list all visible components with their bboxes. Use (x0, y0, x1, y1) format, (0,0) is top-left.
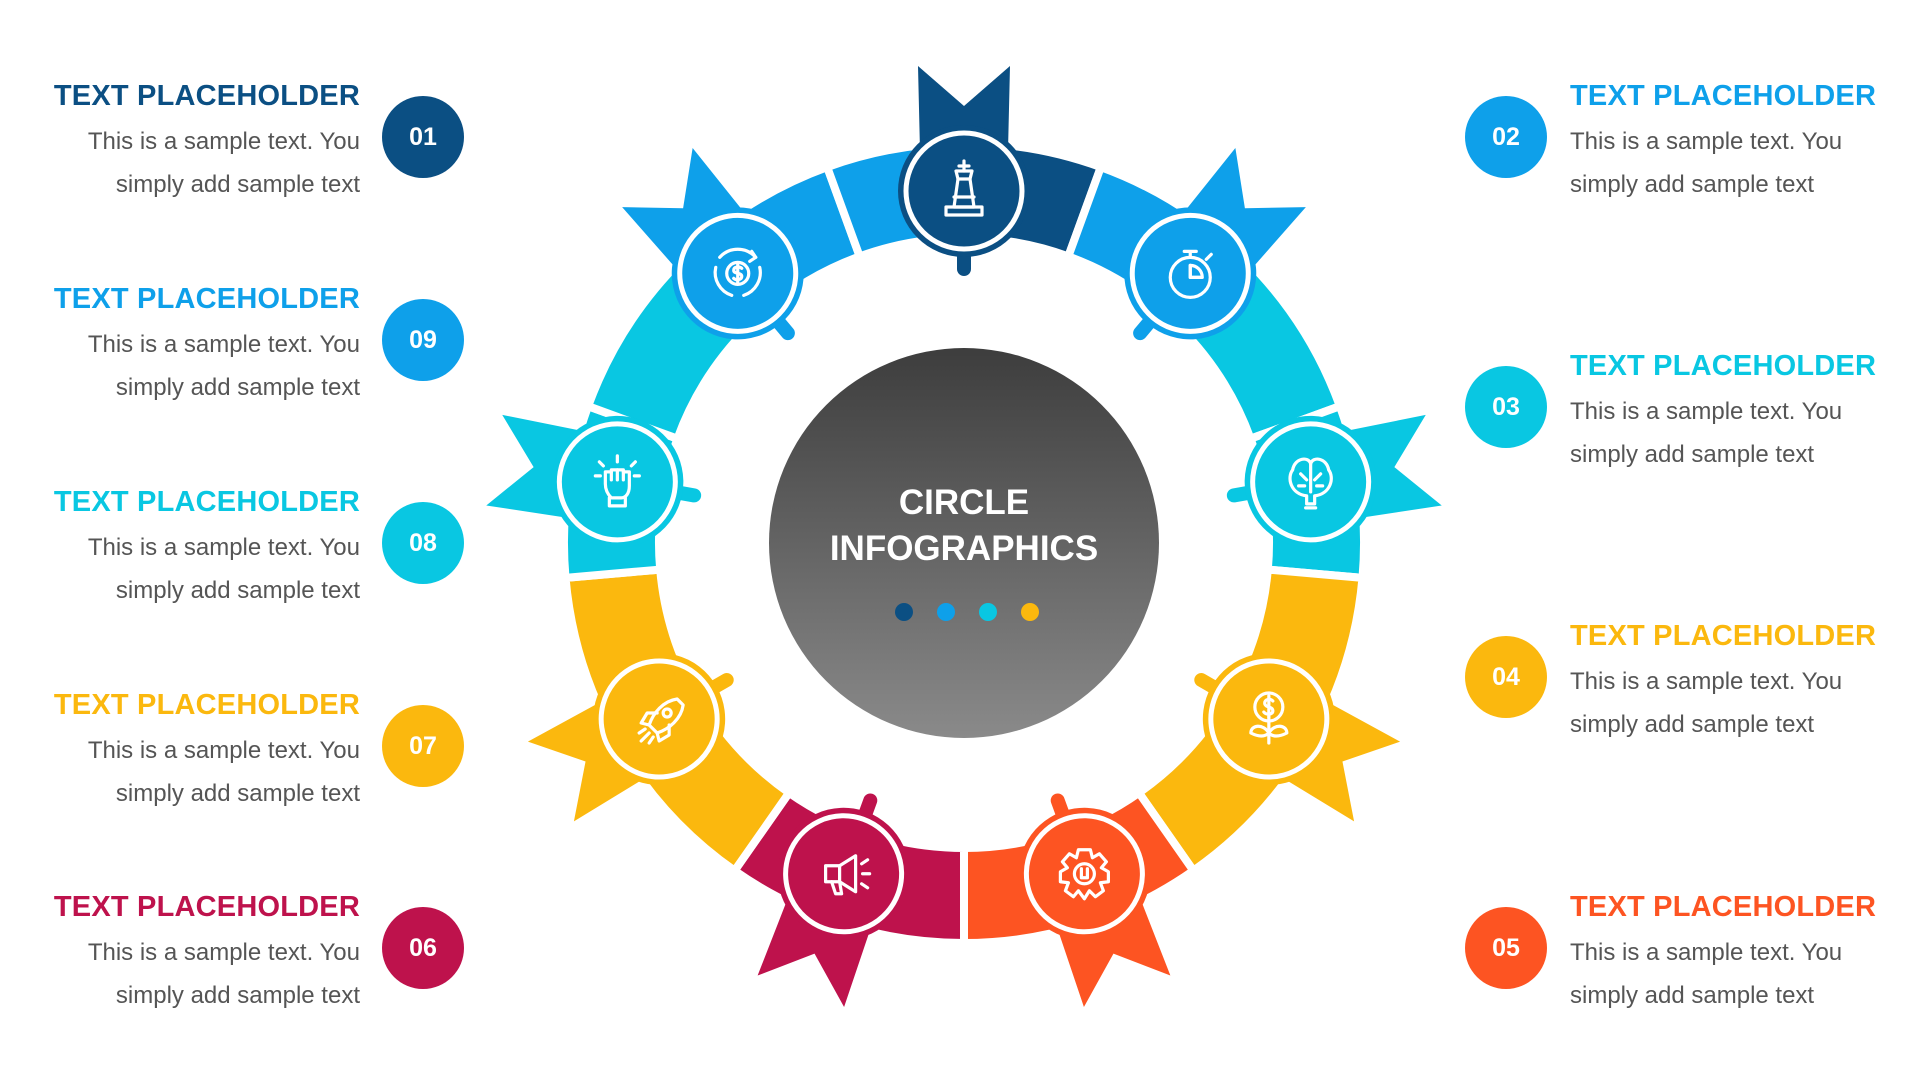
item-03: TEXT PLACEHOLDER This is a sample text. … (1570, 348, 1920, 476)
dollar-cycle-icon (713, 247, 762, 297)
badge-07: 07 (382, 705, 464, 787)
badge-05: 05 (1465, 907, 1547, 989)
stopwatch-icon (1168, 249, 1213, 299)
item-09-line2: simply add sample text (115, 374, 360, 401)
item-04-title: TEXT PLACEHOLDER (1570, 620, 1877, 652)
item-01: TEXT PLACEHOLDER This is a sample text. … (0, 78, 360, 206)
gear-wrench-icon (1058, 848, 1110, 901)
item-02-desc: This is a sample text. You simply add sam… (1570, 120, 1920, 206)
item-03-desc: This is a sample text. You simply add sam… (1570, 390, 1920, 476)
item-01-desc: This is a sample text. You simply add sam… (0, 120, 360, 206)
center-dot (937, 603, 955, 621)
pin-04 (1202, 653, 1401, 822)
item-08-line1: This is a sample text. You (87, 534, 360, 561)
megaphone-icon (824, 854, 872, 896)
badge-06: 06 (382, 907, 464, 989)
item-04-line1: This is a sample text. You (1570, 668, 1843, 695)
item-08: TEXT PLACEHOLDER This is a sample text. … (0, 484, 360, 612)
item-08-title: TEXT PLACEHOLDER (53, 486, 360, 518)
center-dot (1021, 603, 1039, 621)
pin-outline (1129, 212, 1251, 334)
item-07-title: TEXT PLACEHOLDER (53, 689, 360, 721)
item-03-line1: This is a sample text. You (1570, 398, 1843, 425)
item-07-line1: This is a sample text. You (87, 737, 360, 764)
item-05-line2: simply add sample text (1570, 982, 1815, 1009)
item-06-title: TEXT PLACEHOLDER (53, 891, 360, 923)
item-09: TEXT PLACEHOLDER This is a sample text. … (0, 281, 360, 409)
center-title-line2: INFOGRAPHICS (830, 529, 1098, 568)
item-07-desc: This is a sample text. You simply add sam… (0, 729, 360, 815)
item-09-desc: This is a sample text. You simply add sam… (0, 323, 360, 409)
item-07-line2: simply add sample text (115, 780, 360, 807)
item-09-line1: This is a sample text. You (87, 331, 360, 358)
pin-03 (1244, 414, 1442, 548)
center-dot (979, 603, 997, 621)
center-hub: CIRCLE INFOGRAPHICS (769, 348, 1159, 738)
item-02-line2: simply add sample text (1570, 171, 1815, 198)
pin-08 (486, 414, 684, 548)
item-05-line1: This is a sample text. You (1570, 939, 1843, 966)
item-03-title: TEXT PLACEHOLDER (1570, 350, 1877, 382)
item-06: TEXT PLACEHOLDER This is a sample text. … (0, 889, 360, 1017)
item-02-line1: This is a sample text. You (1570, 128, 1843, 155)
center-dot (895, 603, 913, 621)
badge-04: 04 (1465, 636, 1547, 718)
pin-disk (777, 807, 910, 940)
pin-02 (1124, 148, 1306, 340)
pin-disk (898, 125, 1030, 257)
item-04: TEXT PLACEHOLDER This is a sample text. … (1570, 618, 1920, 746)
item-08-desc: This is a sample text. You simply add sam… (0, 526, 360, 612)
badge-09: 09 (382, 299, 464, 381)
center-dots (895, 603, 1039, 621)
center-title-line1: CIRCLE (899, 483, 1029, 522)
pin-05 (1018, 807, 1171, 1007)
pin-outline (783, 813, 905, 935)
pin-outline (556, 421, 678, 543)
item-06-line2: simply add sample text (115, 982, 360, 1009)
pin-01 (898, 66, 1030, 257)
pin-outline (903, 130, 1025, 252)
item-09-title: TEXT PLACEHOLDER (53, 283, 360, 315)
pin-disk (1018, 807, 1151, 940)
item-01-title: TEXT PLACEHOLDER (53, 80, 360, 112)
brain-bulb-icon (1288, 457, 1333, 510)
badge-02: 02 (1465, 96, 1547, 178)
item-06-line1: This is a sample text. You (87, 939, 360, 966)
chess-king-icon (944, 159, 984, 217)
pin-disk (593, 653, 726, 785)
pin-disk (551, 415, 684, 548)
item-04-line2: simply add sample text (1570, 711, 1815, 738)
item-03-line2: simply add sample text (1570, 441, 1815, 468)
pin-07 (527, 653, 726, 822)
raised-fist-icon (593, 454, 641, 508)
badge-01: 01 (382, 96, 464, 178)
badge-08: 08 (382, 502, 464, 584)
badge-03: 03 (1465, 366, 1547, 448)
pin-09 (622, 148, 804, 340)
item-06-desc: This is a sample text. You simply add sam… (0, 931, 360, 1017)
item-04-desc: This is a sample text. You simply add sam… (1570, 660, 1920, 746)
item-05-title: TEXT PLACEHOLDER (1570, 891, 1877, 923)
item-02: TEXT PLACEHOLDER This is a sample text. … (1570, 78, 1920, 206)
pin-outline (677, 212, 799, 334)
item-02-title: TEXT PLACEHOLDER (1570, 80, 1877, 112)
pin-outline (1023, 813, 1145, 935)
rocket-icon (637, 697, 685, 745)
money-plant-icon (1249, 691, 1289, 745)
item-08-line2: simply add sample text (115, 577, 360, 604)
pin-outline (1250, 421, 1372, 543)
item-05: TEXT PLACEHOLDER This is a sample text. … (1570, 889, 1920, 1017)
item-01-line2: simply add sample text (115, 171, 360, 198)
pin-outline (598, 658, 720, 780)
center-circle (769, 348, 1159, 738)
item-05-desc: This is a sample text. You simply add sam… (1570, 931, 1920, 1017)
icon-pins (486, 66, 1442, 1007)
pin-outline (1208, 658, 1330, 780)
pin-06 (757, 807, 910, 1007)
item-01-line1: This is a sample text. You (87, 128, 360, 155)
item-07: TEXT PLACEHOLDER This is a sample text. … (0, 687, 360, 815)
